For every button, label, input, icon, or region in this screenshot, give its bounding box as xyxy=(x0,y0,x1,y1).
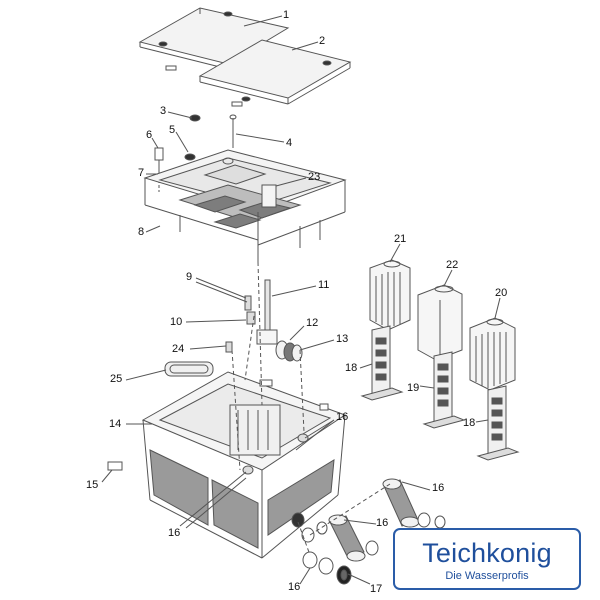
leader-lines xyxy=(101,15,501,585)
lid-panel-2 xyxy=(165,39,352,107)
callout-20: 20 xyxy=(495,287,508,299)
callout-3: 3 xyxy=(160,105,167,117)
callout-19: 19 xyxy=(407,382,420,394)
callout-18-right: 18 xyxy=(463,417,476,429)
callout-16-bottom: 16 xyxy=(288,581,301,593)
seal-25 xyxy=(164,361,214,377)
brand-logo: Teichkonig Die Wasserprofis xyxy=(393,528,581,590)
callout-23: 23 xyxy=(308,171,321,183)
callout-4: 4 xyxy=(286,137,293,149)
small-fittings xyxy=(154,114,237,192)
callout-5: 5 xyxy=(169,124,176,136)
holder-19 xyxy=(422,351,466,429)
callout-7: 7 xyxy=(138,167,145,179)
callout-13: 13 xyxy=(336,333,349,345)
callout-24: 24 xyxy=(172,343,185,355)
filter-tray-23 xyxy=(143,149,347,262)
filter-sponge-21 xyxy=(369,259,411,331)
fittings-12-13 xyxy=(275,340,303,362)
callout-16-left: 16 xyxy=(168,527,181,539)
filter-box-14 xyxy=(107,371,347,559)
callout-8: 8 xyxy=(138,226,145,238)
filter-sponge-20 xyxy=(469,317,516,391)
callout-17: 17 xyxy=(370,583,383,595)
callout-18-left: 18 xyxy=(345,362,358,374)
callout-11: 11 xyxy=(318,279,330,291)
callout-16-box: 16 xyxy=(336,411,349,423)
callout-2: 2 xyxy=(319,35,326,47)
holder-18-left xyxy=(360,325,404,401)
callout-15: 15 xyxy=(86,479,99,491)
callout-16-middle: 16 xyxy=(376,517,389,529)
filter-bag-22 xyxy=(417,284,463,361)
callout-10: 10 xyxy=(170,316,183,328)
callout-12: 12 xyxy=(306,317,319,329)
assembly-guides xyxy=(231,261,391,556)
callout-14: 14 xyxy=(109,418,122,430)
callout-22: 22 xyxy=(446,259,459,271)
brand-tagline: Die Wasserprofis xyxy=(445,570,529,582)
rod-and-clips xyxy=(225,279,278,353)
callout-21: 21 xyxy=(394,233,407,245)
callout-6: 6 xyxy=(146,129,153,141)
callout-9: 9 xyxy=(186,271,193,283)
brand-name: Teichkonig xyxy=(422,538,552,568)
callout-16-right: 16 xyxy=(432,482,445,494)
callout-25: 25 xyxy=(110,373,123,385)
holder-18-right xyxy=(476,385,520,461)
hose-connectors xyxy=(301,478,446,585)
callout-1: 1 xyxy=(283,9,290,21)
